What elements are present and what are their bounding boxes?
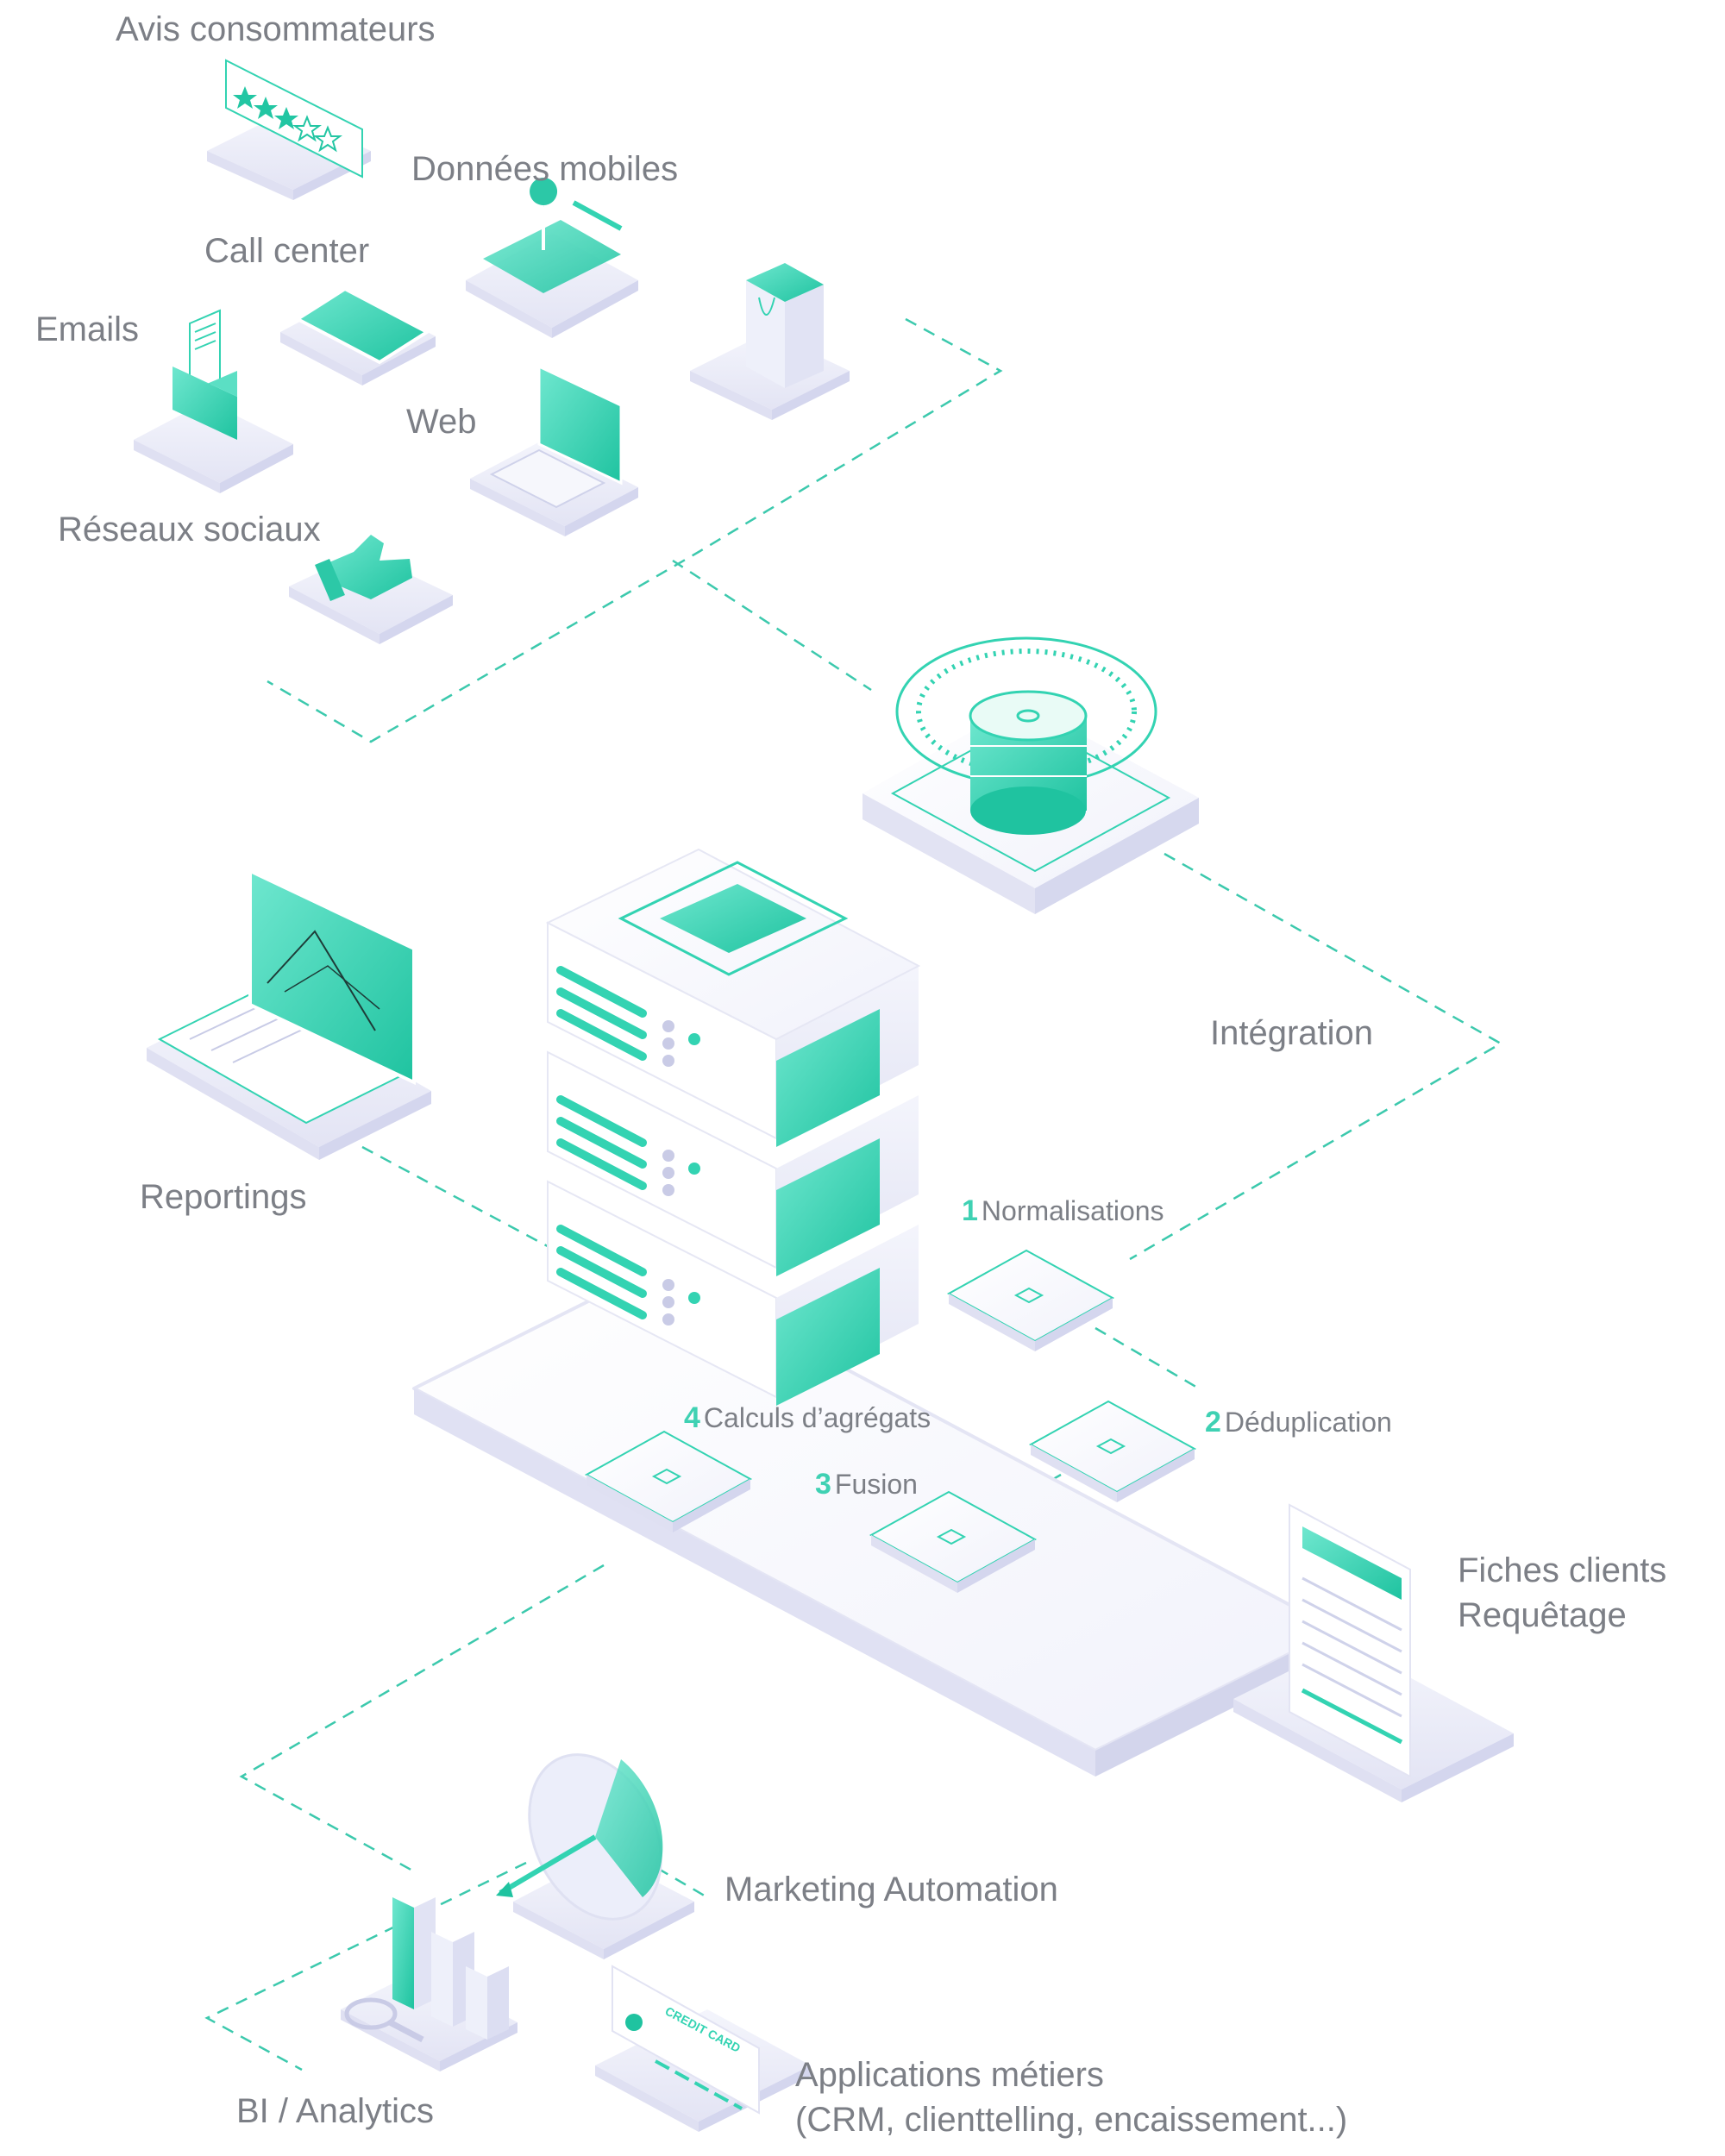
web-laptop-icon xyxy=(470,364,638,536)
connector-marketing xyxy=(239,1564,605,1873)
step-number-3: 3 xyxy=(815,1468,831,1501)
server-unit-1 xyxy=(545,848,921,1147)
label-donnees-mobiles: Données mobiles xyxy=(411,150,679,188)
label-emails: Emails xyxy=(35,310,140,348)
mobile-data-icon xyxy=(466,174,638,338)
label-marketing-automation: Marketing Automation xyxy=(724,1871,1058,1908)
bi-bar-chart-icon xyxy=(341,1897,518,2071)
step-text-1: Normalisations xyxy=(981,1195,1164,1226)
label-call-center: Call center xyxy=(204,232,370,270)
server-unit-3 xyxy=(547,1180,919,1406)
social-thumbs-up-icon xyxy=(289,535,453,644)
label-reseaux-sociaux: Réseaux sociaux xyxy=(58,511,321,548)
step-tile-normalisation xyxy=(946,1249,1115,1351)
server-unit-2 xyxy=(547,1050,919,1276)
label-bi-analytics: BI / Analytics xyxy=(236,2092,434,2130)
step-text-3: Fusion xyxy=(834,1469,918,1500)
connector-integration-to-normalisation xyxy=(1129,852,1503,1261)
label-fiches-line2: Requêtage xyxy=(1458,1596,1627,1634)
connector-step1-step2 xyxy=(1095,1326,1200,1390)
connector-bi xyxy=(204,1861,527,2071)
label-applications-metiers: Applications métiers (CRM, clienttelling… xyxy=(795,2053,1347,2142)
label-reportings: Reportings xyxy=(140,1178,307,1216)
shopping-bag-icon xyxy=(690,263,850,420)
step-number-1: 1 xyxy=(962,1194,978,1227)
label-avis-consommateurs: Avis consommateurs xyxy=(116,10,436,48)
step-tile-deduplication xyxy=(1028,1400,1197,1502)
call-center-icon xyxy=(280,286,436,385)
step-tile-fusion xyxy=(869,1490,1038,1593)
credit-card-icon: CREDIT CARD xyxy=(595,1965,811,2132)
reportings-laptop-icon xyxy=(147,868,431,1160)
label-integration: Intégration xyxy=(1210,1014,1374,1052)
reviews-icon xyxy=(207,59,371,200)
label-web: Web xyxy=(406,403,477,441)
connector-sources-loop xyxy=(267,317,1003,743)
integration-database-icon xyxy=(862,636,1199,914)
label-apps-line2: (CRM, clienttelling, encaissement...) xyxy=(795,2101,1348,2139)
label-fiches-line1: Fiches clients xyxy=(1458,1551,1667,1589)
step-number-2: 2 xyxy=(1205,1406,1221,1438)
email-icon xyxy=(134,309,293,493)
step-text-2: Déduplication xyxy=(1224,1407,1392,1438)
step-text-4: Calculs d’agrégats xyxy=(703,1402,932,1433)
customer-records-document-icon xyxy=(1233,1503,1514,1802)
server-tower xyxy=(545,848,921,1406)
step-number-4: 4 xyxy=(684,1401,700,1434)
connector-sources-to-integration xyxy=(672,559,872,692)
label-apps-line1: Applications métiers xyxy=(795,2056,1104,2094)
central-platform xyxy=(412,1266,1339,1777)
step-tile-aggregates xyxy=(584,1430,753,1532)
marketing-pie-chart-icon xyxy=(496,1753,694,1959)
label-fiches-clients: Fiches clients Requêtage xyxy=(1458,1548,1666,1638)
